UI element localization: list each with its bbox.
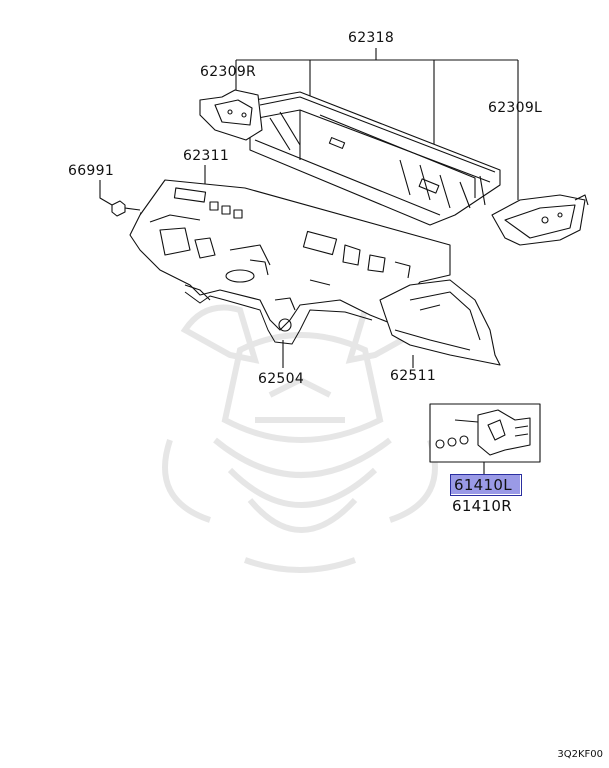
dash-panel-62311 (129, 179, 451, 332)
label-62511: 62511 (390, 368, 437, 384)
label-62309R: 62309R (200, 64, 257, 80)
cover-62511 (379, 279, 501, 366)
cowl-top-panel (249, 91, 501, 226)
insulator-62504 (184, 291, 373, 345)
bracket-62309L (491, 194, 589, 246)
leader-66991 (99, 180, 113, 206)
highlight-61410L (450, 474, 520, 494)
label-61410L: 61410L (454, 476, 512, 494)
label-61410R: 61410R (452, 497, 512, 515)
label-62504: 62504 (258, 371, 305, 387)
label-62311: 62311 (183, 148, 230, 164)
highlight-box (450, 474, 522, 496)
label-62309L: 62309L (488, 100, 543, 116)
diagram-code: 3Q2KF00 (557, 749, 603, 760)
label-66991: 66991 (68, 163, 115, 179)
bracket-62309R (199, 89, 263, 141)
label-62318: 62318 (348, 30, 395, 46)
watermark-logo (162, 304, 438, 573)
inset-61410 (429, 403, 541, 463)
